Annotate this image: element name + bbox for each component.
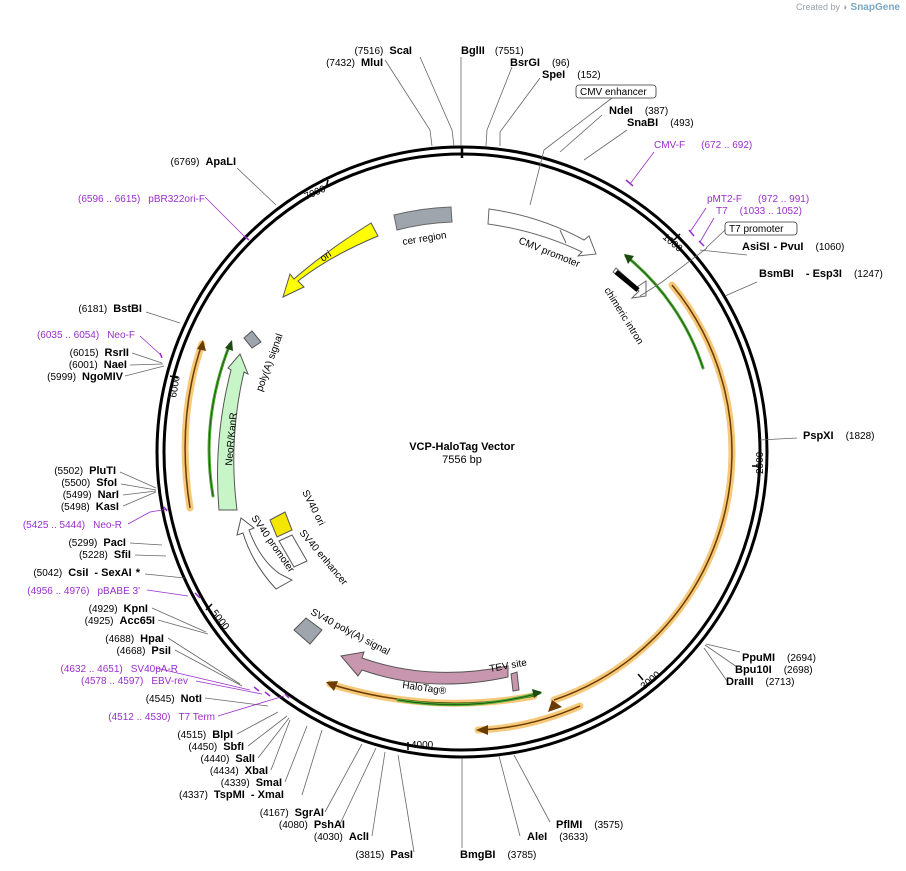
watermark-brand: SnapGene: [850, 2, 900, 13]
primer-t7: T7(1033 .. 1052): [716, 206, 802, 217]
site-noti: (4545)NotI: [146, 693, 202, 705]
t7-promoter-label: T7 promoter: [729, 224, 784, 235]
cer-region-label: cer region: [402, 230, 448, 248]
tev-site-feature: [510, 671, 520, 692]
site-pluti: (5502)PluTI: [54, 465, 116, 477]
site-alei: AleI(3633): [527, 831, 588, 843]
site-rsrii: (6015)RsrII: [70, 347, 129, 359]
site-bstbi: (6181)BstBI: [78, 303, 142, 315]
ori-feature: [282, 222, 379, 298]
orf-right-arc-2: [474, 702, 584, 734]
primer-ebv-rev: (4578 .. 4597)EBV-rev: [81, 676, 188, 687]
halotag-feature: [340, 651, 509, 685]
site-sfii: (5228)SfiI: [79, 549, 131, 561]
neor-kanr-feature: [217, 353, 249, 511]
site-sali: (4440)SalI: [201, 753, 255, 765]
primer-leader-lines: [127, 151, 715, 717]
site-xbai: (4434)XbaI: [210, 765, 268, 777]
sv40-enhancer-feature: [278, 534, 308, 568]
neor-kanr-label: NeoR/KanR: [224, 412, 240, 466]
site-pasi: (3815)PasI: [355, 849, 413, 861]
site-blpi: (4515)BlpI: [177, 729, 233, 741]
site-nari: (5499)NarI: [63, 489, 119, 501]
chimeric-intron-bar: [614, 270, 640, 292]
site-spei: SpeI(152): [542, 69, 601, 81]
green-orfs: [207, 254, 705, 707]
watermark-created-by: Created by: [796, 2, 841, 12]
primer-sv40pa-r: (4632 .. 4651)SV40pA-R: [60, 664, 178, 675]
sv40-ori-label: SV40 ori: [299, 488, 326, 527]
primer-labels: CMV-F(672 .. 692) pMT2-F(972 .. 991) T7(…: [23, 140, 809, 723]
cmv-enhancer-box: CMV enhancer: [575, 84, 657, 99]
site-ngomiv: (5999)NgoMIV: [47, 371, 124, 383]
orf-left-arc: [181, 340, 206, 512]
site-draiii: DraIII(2713): [726, 676, 794, 688]
site-acli: (4030)AclI: [314, 831, 369, 843]
boxed-label-lines: [529, 97, 726, 297]
cmv-enhancer-label: CMV enhancer: [580, 87, 647, 98]
sv40-ori-feature: [269, 511, 293, 538]
tick-label-7000: 7000: [303, 183, 328, 202]
primer-t7-term: (4512 .. 4530)T7 Term: [108, 712, 215, 723]
site-apali: (6769)ApaLI: [171, 156, 236, 168]
sv40-polyA-feature: [293, 617, 323, 645]
tick-label-3000: 3000: [639, 669, 663, 692]
primer-neo-f: (6035 .. 6054)Neo-F: [37, 330, 135, 341]
sv40-polyA-label: SV40 poly(A) signal: [309, 607, 392, 658]
site-bmgbi: BmgBI(3785): [460, 849, 536, 861]
primer-pbr322ori-f: (6596 .. 6615)pBR322ori-F: [78, 194, 205, 205]
cmv-promoter-feature: [487, 208, 597, 257]
site-pflmi: PflMI(3575): [556, 819, 623, 831]
site-naei: (6001)NaeI: [69, 359, 127, 371]
site-csii-sexai: (5042)CsiI- SexAI*: [33, 567, 140, 579]
site-psii: (4668)PsiI: [117, 645, 171, 657]
snapgene-watermark: Created by ◗ SnapGene: [796, 2, 900, 13]
site-sbfi: (4450)SbfI: [188, 741, 244, 753]
primer-pbabe-3: (4956 .. 4976)pBABE 3': [27, 586, 140, 597]
site-smai: (4339)SmaI: [221, 777, 282, 789]
site-paci: (5299)PacI: [68, 537, 126, 549]
site-bsrgi: BsrGI(96): [510, 57, 570, 69]
cer-region-feature: [393, 206, 453, 231]
site-pshai: (4080)PshAI: [279, 819, 345, 831]
site-mlui: (7432)MluI: [326, 57, 383, 69]
site-bsmbi-esp3i: BsmBI- Esp3I(1247): [759, 268, 883, 280]
polyA-signal-feature: [243, 330, 262, 349]
site-hpai: (4688)HpaI: [105, 633, 164, 645]
site-sfoi: (5500)SfoI: [61, 477, 117, 489]
site-acc65i: (4925)Acc65I: [85, 615, 155, 627]
snapgene-logo-icon: ◗: [842, 2, 849, 12]
site-ndei: NdeI(387): [609, 105, 668, 117]
site-asisi-pvui: AsiSI- PvuI(1060): [742, 241, 844, 253]
ori-label: ori: [318, 249, 333, 264]
tick-label-4000: 4000: [411, 740, 434, 751]
map-title: VCP-HaloTag Vector: [409, 441, 515, 453]
primer-marks: [159, 179, 705, 699]
sv40-promoter-feature: [236, 517, 294, 590]
primer-pmt2-f: pMT2-F(972 .. 991): [707, 194, 809, 205]
site-bglii: BglII(7551): [461, 45, 524, 57]
tick-label-2000: 2000: [755, 451, 766, 474]
primer-cmv-f: CMV-F(672 .. 692): [654, 140, 752, 151]
site-ppumi: PpuMI(2694): [742, 652, 816, 664]
site-pspxi: PspXI(1828): [803, 430, 874, 442]
site-kpni: (4929)KpnI: [89, 603, 148, 615]
site-snabi: SnaBI(493): [627, 117, 694, 129]
primer-neo-r: (5425 .. 5444)Neo-R: [23, 520, 122, 531]
site-kasi: (5498)KasI: [61, 501, 119, 513]
tick-label-6000: 6000: [168, 374, 183, 398]
site-sgrai: (4167)SgrAI: [260, 807, 324, 819]
site-tspmi-xmai: (4337)TspMI- XmaI: [179, 789, 284, 801]
site-scai: (7516)ScaI: [354, 45, 412, 57]
map-length: 7556 bp: [442, 454, 482, 466]
restriction-sites: (7516)ScaI BglII(7551) (7432)MluI BsrGI(…: [33, 45, 883, 861]
site-bpu10i: Bpu10I(2698): [735, 664, 813, 676]
site-leader-lines: [119, 56, 798, 853]
t7-promoter-box: T7 promoter: [724, 221, 798, 236]
